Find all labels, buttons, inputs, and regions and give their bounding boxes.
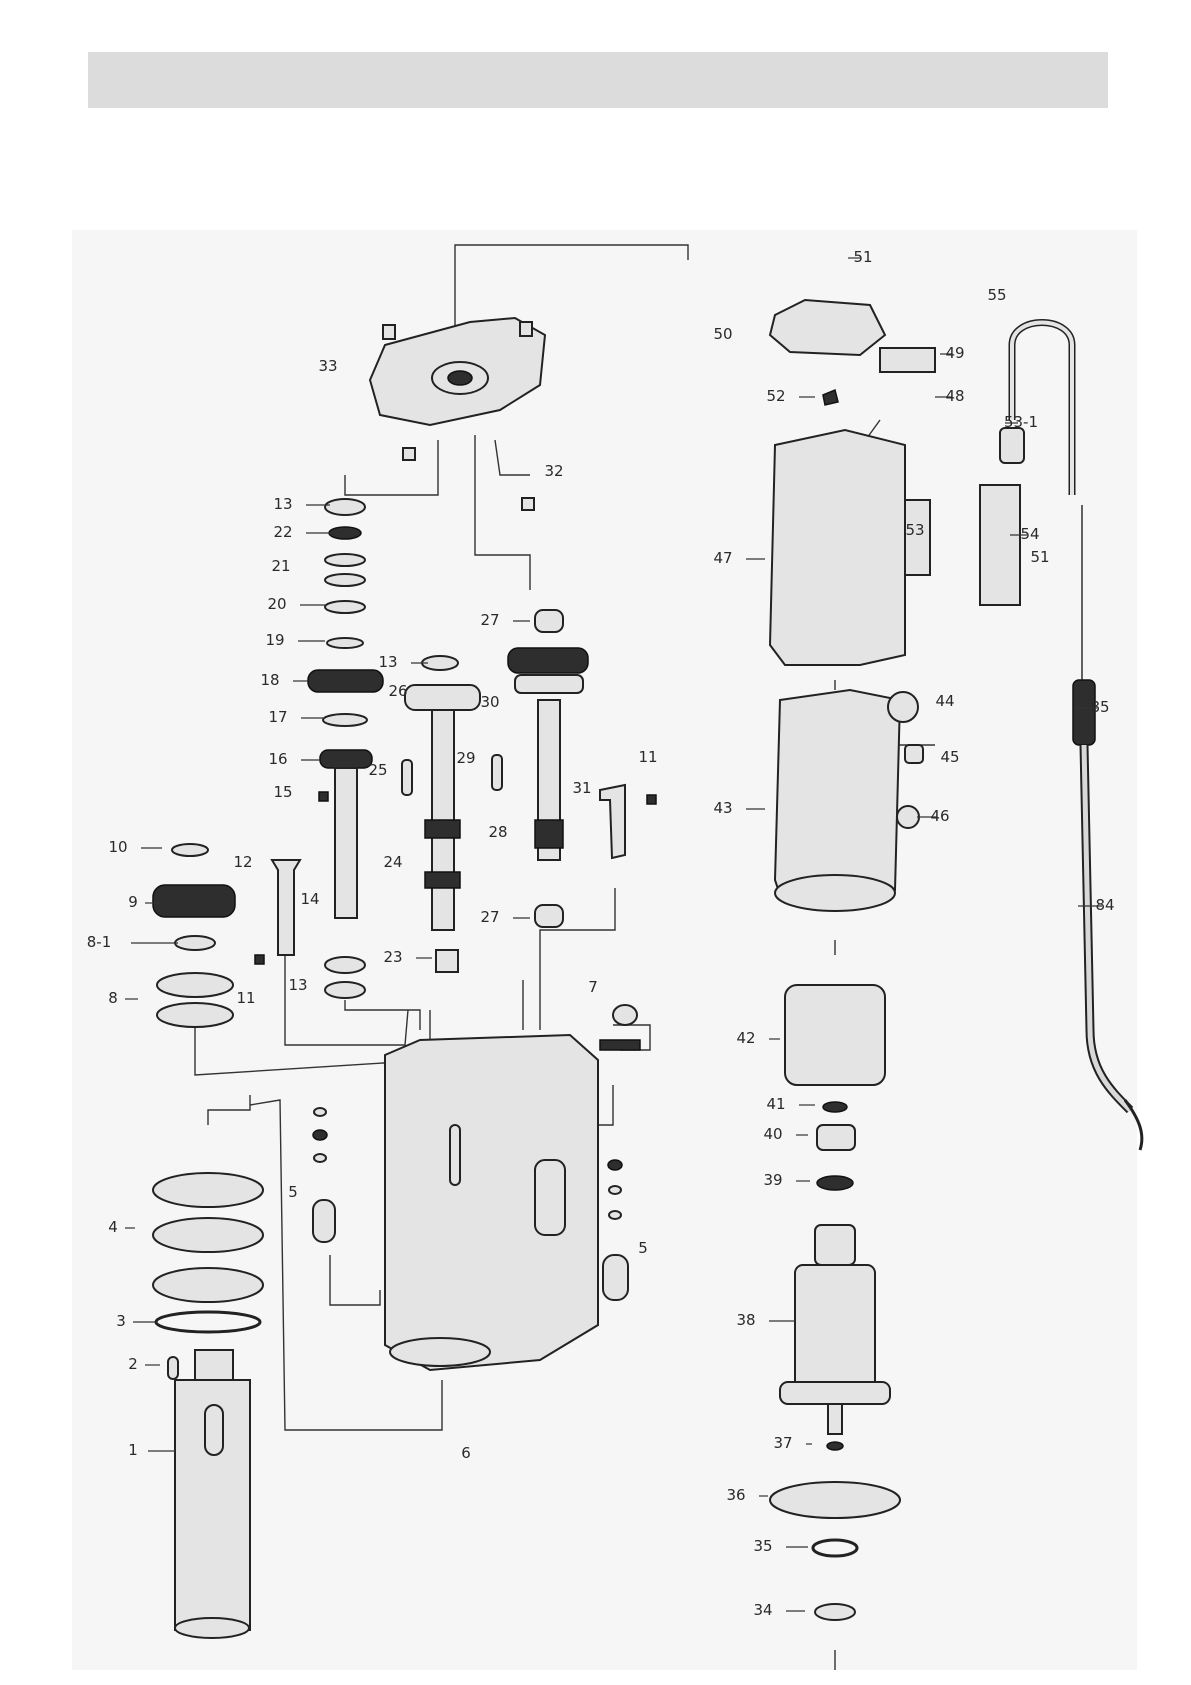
motor-assembly bbox=[770, 300, 1020, 1620]
callout-label-c1: 1 bbox=[128, 1441, 138, 1459]
callout-label-c18: 18 bbox=[260, 671, 279, 689]
gearbox-cover bbox=[370, 318, 545, 510]
callout-label-c34: 34 bbox=[753, 1601, 772, 1619]
callout-label-c25: 25 bbox=[368, 761, 387, 779]
callout-label-c8: 8 bbox=[108, 989, 118, 1007]
callout-label-c44: 44 bbox=[935, 692, 954, 710]
callout-label-c19: 19 bbox=[265, 631, 284, 649]
callout-label-c33: 33 bbox=[318, 357, 337, 375]
callout-label-c50: 50 bbox=[713, 325, 732, 343]
callout-label-c42: 42 bbox=[736, 1029, 755, 1047]
callout-label-c13a: 13 bbox=[273, 495, 292, 513]
callout-label-c22: 22 bbox=[273, 523, 292, 541]
left-gear-and-bearings bbox=[153, 844, 235, 1027]
callout-label-c15: 15 bbox=[273, 783, 292, 801]
callout-label-c35: 35 bbox=[753, 1537, 772, 1555]
main-housing bbox=[385, 1005, 640, 1370]
callout-label-c41: 41 bbox=[766, 1095, 785, 1113]
callout-label-c84: 84 bbox=[1095, 896, 1114, 914]
middle-gear-shaft bbox=[402, 656, 480, 972]
callout-label-c2: 2 bbox=[128, 1355, 138, 1373]
callout-label-c45: 45 bbox=[940, 748, 959, 766]
callout-label-c85: 85 bbox=[1090, 698, 1109, 716]
callout-label-c5a: 5 bbox=[288, 1183, 298, 1201]
callout-label-c12: 12 bbox=[233, 853, 252, 871]
callout-label-c54: 54 bbox=[1020, 525, 1039, 543]
callout-label-c52: 52 bbox=[766, 387, 785, 405]
callout-label-c24: 24 bbox=[383, 853, 402, 871]
callout-label-c11a: 11 bbox=[236, 989, 255, 1007]
callout-label-c53: 53 bbox=[905, 521, 924, 539]
callout-label-c9: 9 bbox=[128, 893, 138, 911]
power-cable bbox=[1000, 323, 1142, 1151]
callout-label-c51a: 51 bbox=[853, 248, 872, 266]
left-gear-stack bbox=[308, 499, 383, 998]
callout-label-c10: 10 bbox=[108, 838, 127, 856]
callout-label-c39: 39 bbox=[763, 1171, 782, 1189]
callout-label-c4: 4 bbox=[108, 1218, 118, 1236]
callout-label-c23: 23 bbox=[383, 948, 402, 966]
spindle-assembly bbox=[153, 1173, 263, 1638]
callout-label-c29: 29 bbox=[456, 749, 475, 767]
callout-label-c40: 40 bbox=[763, 1125, 782, 1143]
callout-label-c27a: 27 bbox=[480, 611, 499, 629]
callout-label-c32: 32 bbox=[544, 462, 563, 480]
right-gear-shaft bbox=[492, 610, 588, 927]
callout-label-c46: 46 bbox=[930, 807, 949, 825]
callout-label-c16: 16 bbox=[268, 750, 287, 768]
callout-label-c17: 17 bbox=[268, 708, 287, 726]
callout-label-c37: 37 bbox=[773, 1434, 792, 1452]
callout-label-c20: 20 bbox=[267, 595, 286, 613]
callout-label-c49: 49 bbox=[945, 344, 964, 362]
callout-label-c3: 3 bbox=[116, 1312, 126, 1330]
callout-label-c14: 14 bbox=[300, 890, 319, 908]
callout-label-c26: 26 bbox=[388, 682, 407, 700]
callout-label-c8-1: 8-1 bbox=[87, 933, 112, 951]
callout-label-c51b: 51 bbox=[1030, 548, 1049, 566]
callout-label-c30: 30 bbox=[480, 693, 499, 711]
callout-label-c11b: 11 bbox=[638, 748, 657, 766]
callout-label-c21: 21 bbox=[271, 557, 290, 575]
callout-label-c47: 47 bbox=[713, 549, 732, 567]
callout-label-c43: 43 bbox=[713, 799, 732, 817]
callout-label-c53-1: 53-1 bbox=[1004, 413, 1038, 431]
callout-label-c5b: 5 bbox=[638, 1239, 648, 1257]
callout-label-c13b: 13 bbox=[378, 653, 397, 671]
callout-label-c55: 55 bbox=[987, 286, 1006, 304]
callout-label-c13c: 13 bbox=[288, 976, 307, 994]
callout-label-c7: 7 bbox=[588, 978, 598, 996]
callout-label-c28: 28 bbox=[488, 823, 507, 841]
callout-label-c6: 6 bbox=[461, 1444, 471, 1462]
callout-label-c36: 36 bbox=[726, 1486, 745, 1504]
callout-label-c27b: 27 bbox=[480, 908, 499, 926]
callout-label-c31: 31 bbox=[572, 779, 591, 797]
callout-label-c48: 48 bbox=[945, 387, 964, 405]
callout-label-c38: 38 bbox=[736, 1311, 755, 1329]
